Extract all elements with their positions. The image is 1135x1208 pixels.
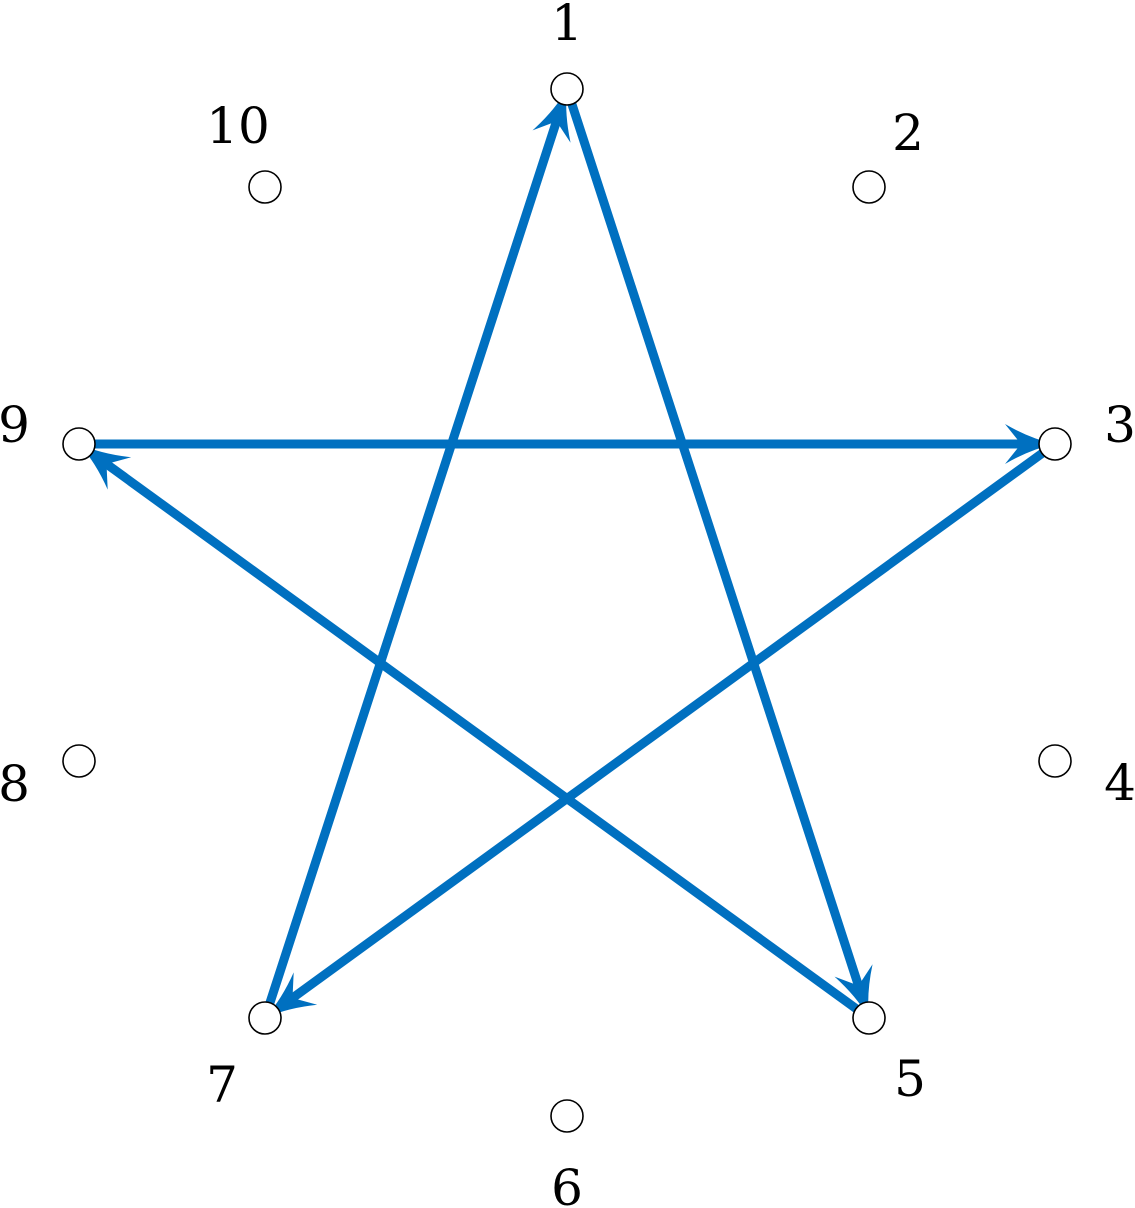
node-5-marker xyxy=(852,1001,886,1035)
node-10-marker xyxy=(248,170,282,204)
node-10-label: 10 xyxy=(206,97,270,155)
edge-1-to-5 xyxy=(562,87,865,991)
node-8-label: 8 xyxy=(0,755,30,813)
node-4-marker xyxy=(1038,744,1072,778)
edge-7-to-1 xyxy=(260,116,563,1020)
edge-5-to-9 xyxy=(100,457,872,1022)
node-6-label: 6 xyxy=(551,1159,583,1208)
node-6-marker xyxy=(550,1099,584,1133)
node-8-marker xyxy=(62,744,96,778)
arrowhead-3-to-7 xyxy=(265,972,318,1018)
node-5-label: 5 xyxy=(894,1050,926,1108)
node-7-marker xyxy=(248,1001,282,1035)
node-1-label: 1 xyxy=(551,0,583,52)
node-7-label: 7 xyxy=(206,1056,238,1114)
node-4-label: 4 xyxy=(1104,754,1135,812)
node-3-marker xyxy=(1038,427,1072,461)
arrowhead-5-to-9 xyxy=(79,444,132,490)
node-3-label: 3 xyxy=(1104,396,1135,454)
edge-3-to-7 xyxy=(286,440,1058,1005)
node-2-label: 2 xyxy=(892,104,924,162)
nodes xyxy=(62,72,1072,1133)
edges xyxy=(79,87,1058,1022)
arrowhead-9-to-3 xyxy=(1005,424,1055,464)
node-9-marker xyxy=(62,427,96,461)
node-9-label: 9 xyxy=(0,396,30,454)
node-2-marker xyxy=(852,170,886,204)
node-1-marker xyxy=(550,72,584,106)
